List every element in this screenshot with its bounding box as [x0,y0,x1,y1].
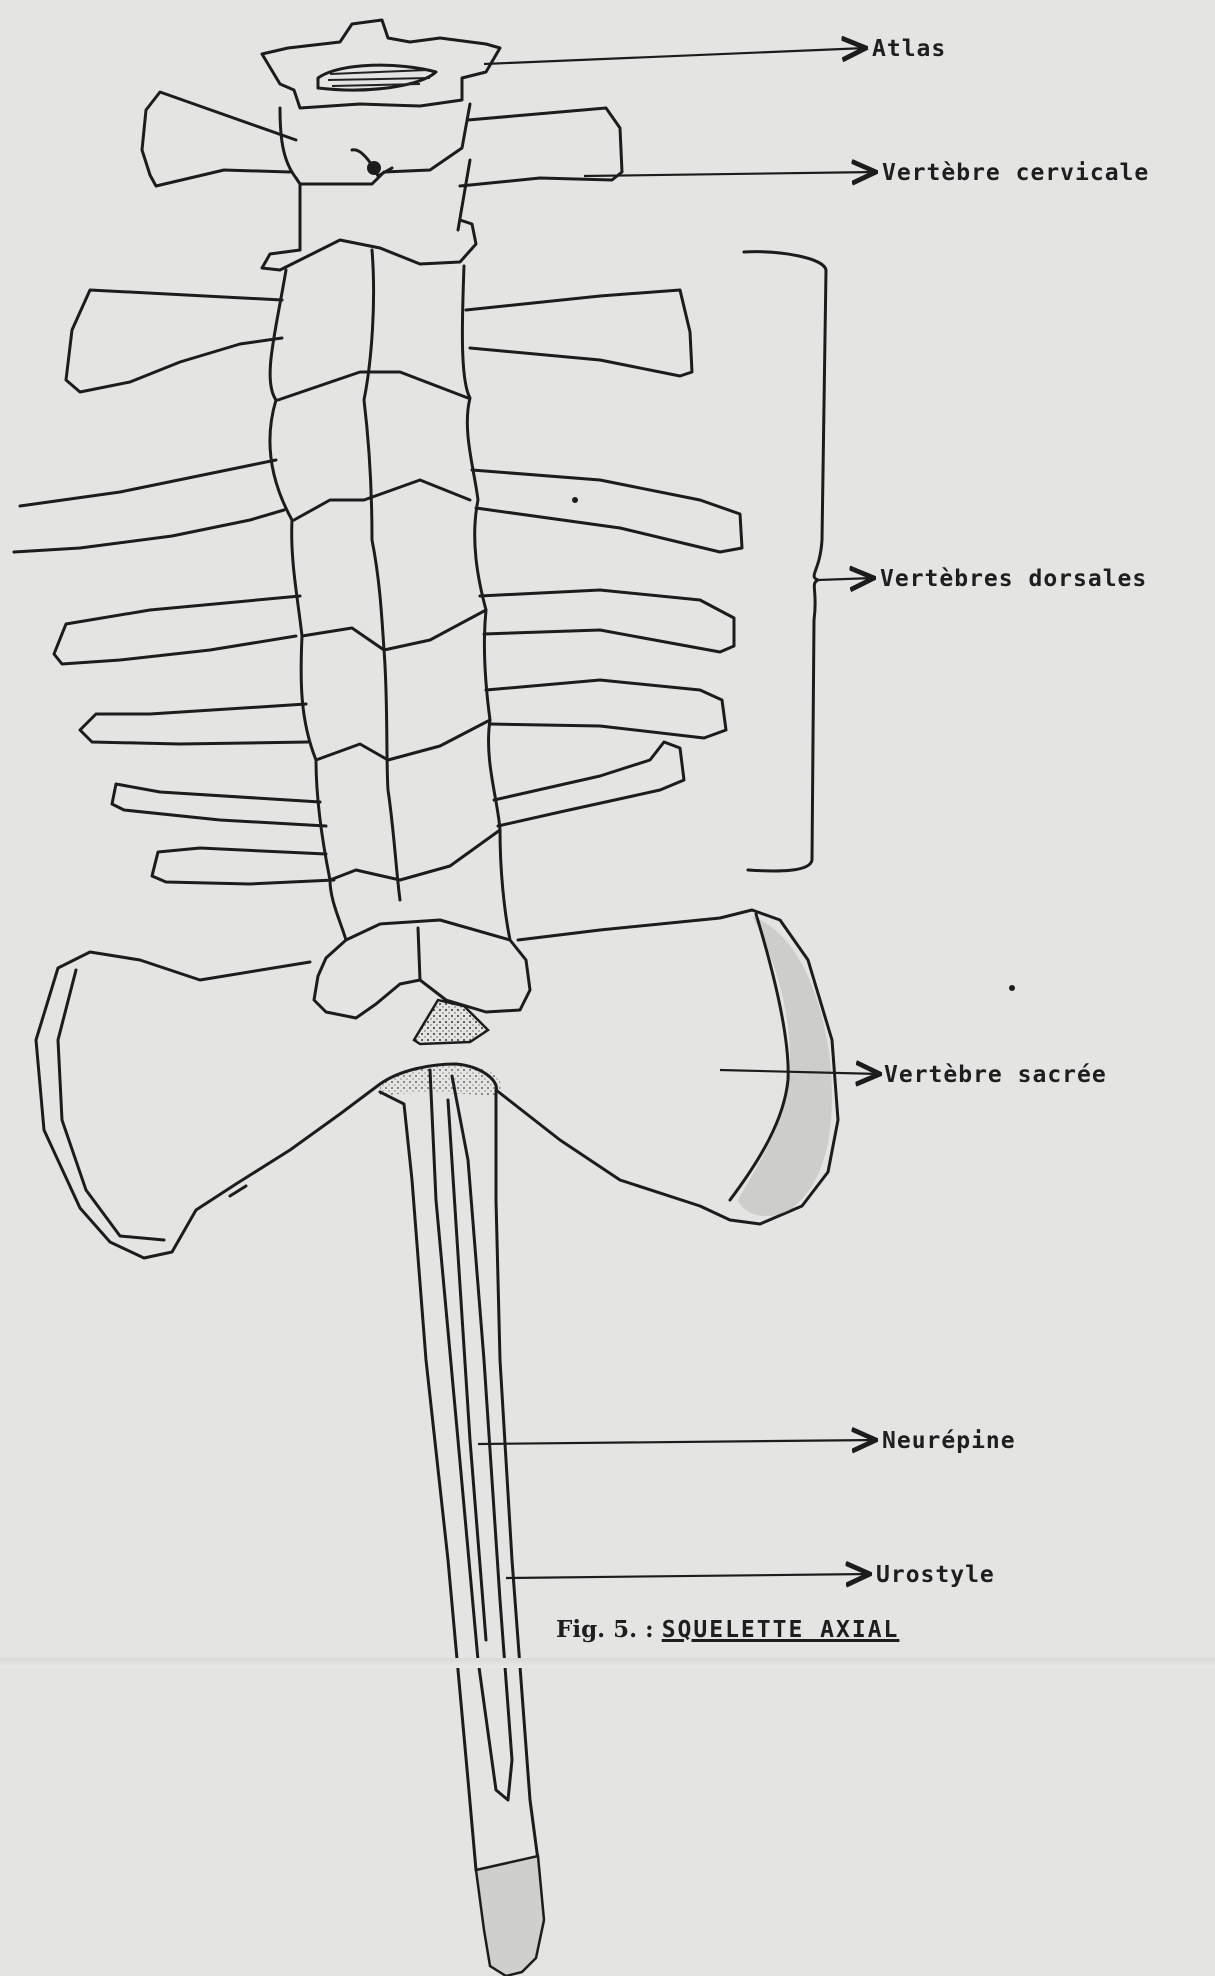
neurepine-leader [478,1440,876,1444]
label-urostyle: Urostyle [876,1562,995,1588]
leader-lines [478,48,880,1578]
figure-title: SQUELETTE AXIAL [662,1617,900,1643]
sacral-vertebra [36,910,1015,1258]
dorsal-column [14,250,742,940]
cervicale-leader [584,172,876,176]
label-vertebre-cervicale: Vertèbre cervicale [882,160,1149,186]
label-neurepine: Neurépine [882,1428,1016,1454]
atlas-leader [484,48,866,64]
figure-caption: Fig. 5. : SQUELETTE AXIAL [556,1616,899,1643]
dorsales-leader [818,578,874,580]
urostyle-leader [506,1574,870,1578]
label-vertebres-dorsales: Vertèbres dorsales [880,566,1147,592]
label-vertebre-sacree: Vertèbre sacrée [884,1062,1107,1088]
figure-number: Fig. 5. : [556,1616,654,1643]
dorsales-bracket [744,252,826,871]
atlas-vertebra [262,20,500,108]
label-atlas: Atlas [872,36,946,62]
urostyle [380,1064,544,1976]
cervical-vertebra [142,92,622,270]
